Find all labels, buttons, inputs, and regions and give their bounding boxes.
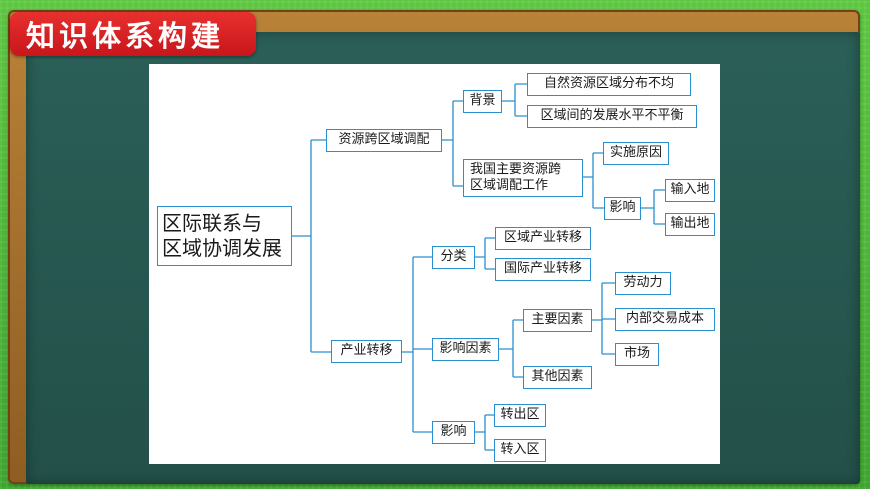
root-line-1: 区际联系与: [162, 211, 262, 235]
connector-background: [502, 83, 527, 117]
root-line-2: 区域协调发展: [162, 236, 282, 260]
root-node: 区际联系与 区域协调发展: [157, 206, 292, 266]
node-trade: 内部交易成本: [615, 308, 715, 331]
node-reason: 实施原因: [603, 142, 669, 165]
node-factors: 影响因素: [432, 338, 499, 361]
node-bg-item-2: 区域间的发展水平不平衡: [527, 105, 697, 128]
node-work-line-1: 我国主要资源跨: [470, 161, 562, 177]
mind-map-sheet: 区际联系与 区域协调发展 资源跨区域调配 背景 自然资源区域分布不均 区域间的发…: [149, 64, 720, 464]
node-background: 背景: [463, 90, 502, 113]
connector-work: [583, 152, 604, 209]
node-other: 其他因素: [523, 366, 592, 389]
node-resource: 资源跨区域调配: [326, 129, 442, 152]
node-industry: 产业转移: [331, 340, 402, 363]
node-bg-item-1: 自然资源区域分布不均: [527, 73, 691, 96]
node-main: 主要因素: [523, 309, 592, 332]
title-tag: 知识体系构建: [10, 12, 256, 56]
node-class: 分类: [432, 246, 475, 269]
page-title: 知识体系构建: [26, 19, 225, 53]
connector-main: [592, 282, 615, 355]
node-work-line-2: 区域调配工作: [470, 178, 549, 193]
node-output: 输出地: [665, 213, 715, 236]
connector-influence-b: [475, 414, 494, 451]
node-labor: 劳动力: [615, 272, 671, 295]
node-work: 我国主要资源跨 区域调配工作: [463, 159, 583, 197]
node-transfer-out: 转出区: [494, 404, 546, 427]
connector-influence-a: [641, 189, 665, 225]
connector-class: [475, 237, 495, 270]
connector-root: [292, 139, 331, 353]
connector-factors: [499, 319, 523, 378]
node-influence-a: 影响: [604, 197, 641, 220]
node-influence-b: 影响: [432, 421, 475, 444]
node-transfer-in: 转入区: [494, 439, 546, 462]
node-market: 市场: [615, 343, 659, 366]
node-input: 输入地: [665, 179, 715, 202]
connector-lines: [292, 83, 665, 451]
node-regional: 区域产业转移: [495, 227, 591, 250]
node-international: 国际产业转移: [495, 258, 591, 281]
connector-resource: [442, 100, 463, 187]
connector-industry: [402, 256, 432, 433]
